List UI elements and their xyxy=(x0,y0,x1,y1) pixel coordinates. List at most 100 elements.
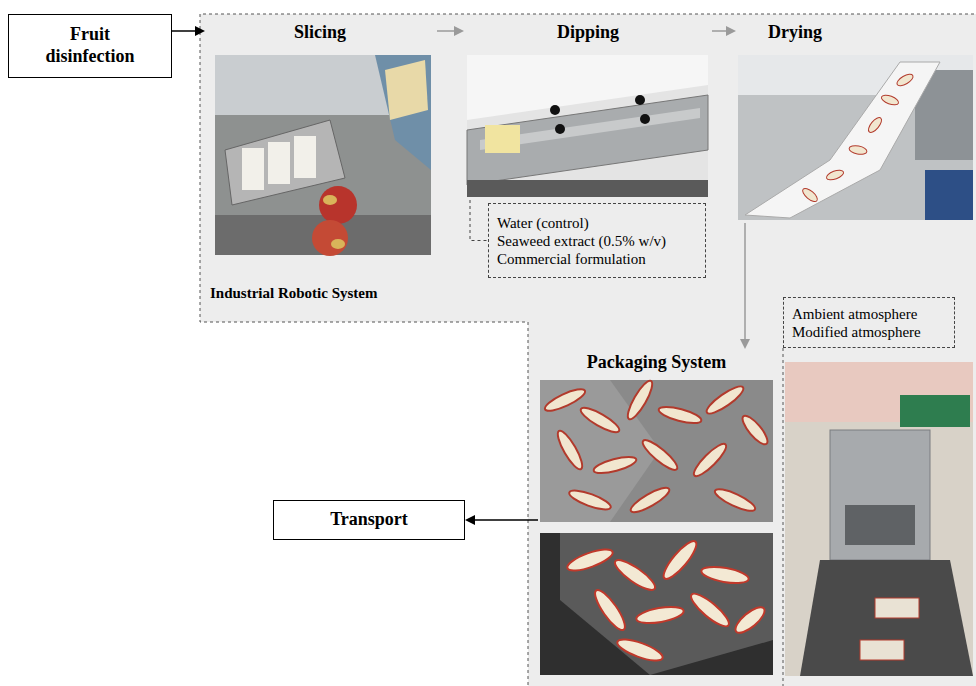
stage-panel: Dipping xyxy=(466,18,710,200)
connector xyxy=(465,515,538,525)
dipping-photo xyxy=(485,125,520,153)
dipping-photo xyxy=(467,55,708,197)
drying-photo xyxy=(801,186,820,204)
slicer-photo xyxy=(385,60,428,120)
connector-line xyxy=(437,30,454,32)
drying-photo xyxy=(925,170,973,220)
weighing-photo xyxy=(591,586,630,633)
slicer-photo xyxy=(375,55,431,170)
dipping-photo xyxy=(467,180,708,197)
dipping-photo xyxy=(640,114,650,124)
weighing-photo xyxy=(700,564,750,586)
arrow-head xyxy=(465,515,475,525)
node-label: Fruit disinfection xyxy=(30,24,150,67)
drying-photo xyxy=(880,93,900,107)
packaging-machine-photo xyxy=(900,395,970,427)
arrow-head xyxy=(195,26,205,36)
packaging-machine-photo xyxy=(785,362,973,676)
drying-photo xyxy=(745,62,940,218)
arrow-head xyxy=(454,26,464,36)
node-label: Commercial formulation xyxy=(497,250,666,268)
dipping-photo xyxy=(635,95,645,105)
sliced-apples-photo xyxy=(739,412,771,447)
weighing-photo xyxy=(540,533,773,675)
atmosphere-box: Ambient atmosphereModified atmosphere xyxy=(783,297,955,348)
node-label: Water (control) xyxy=(497,214,666,232)
stage-panel: Drying xyxy=(738,18,974,222)
photo-caption: Industrial Robotic System xyxy=(210,284,435,302)
packaging-machine-photo xyxy=(800,560,973,676)
connector-line xyxy=(470,200,488,241)
node-label: Modified atmosphere xyxy=(792,323,921,341)
weighing-photo xyxy=(687,589,733,631)
dipping-photo xyxy=(550,105,560,115)
sliced-apples-photo xyxy=(578,404,622,436)
sliced-apples-photo xyxy=(713,485,758,514)
sliced-apples-photo xyxy=(540,378,773,522)
packaging-machine-photo xyxy=(860,640,904,660)
sliced-apples-photo xyxy=(592,454,638,477)
drying-photo xyxy=(738,55,973,220)
sliced-apples-photo xyxy=(540,380,773,522)
weighing-photo xyxy=(611,556,658,595)
process-box: Fruit disinfection xyxy=(8,14,172,78)
node-label: Ambient atmosphere xyxy=(792,305,921,323)
connector xyxy=(712,26,736,36)
stage-panel: Packaging System xyxy=(538,350,775,676)
dipping-photo xyxy=(555,124,565,134)
connector xyxy=(740,223,750,349)
packaging-machine-photo xyxy=(830,430,930,560)
stage-title: Slicing xyxy=(205,22,435,44)
weighing-photo xyxy=(615,635,665,665)
weighing-photo xyxy=(659,537,701,583)
drying-photo xyxy=(825,168,845,182)
weighing-photo xyxy=(732,603,769,637)
text-group: Transport xyxy=(330,509,408,531)
connector xyxy=(437,26,464,36)
slicer-photo xyxy=(312,220,348,256)
region-border xyxy=(200,14,974,686)
connector xyxy=(470,200,488,241)
slicer-photo xyxy=(294,136,316,178)
node-label: Transport xyxy=(330,509,408,531)
treatment-box: Water (control)Seaweed extract (0.5% w/v… xyxy=(488,203,706,278)
stage-title: Packaging System xyxy=(538,352,775,374)
slicer-photo xyxy=(242,148,264,190)
drying-photo xyxy=(848,144,867,155)
connector-line xyxy=(712,30,726,32)
sliced-apples-photo xyxy=(567,487,612,513)
slicer-photo xyxy=(331,239,345,249)
stage-title: Dipping xyxy=(466,22,710,44)
weighing-photo xyxy=(565,545,615,575)
sliced-apples-photo xyxy=(639,436,680,473)
drying-photo xyxy=(866,116,884,135)
connector-line xyxy=(172,30,195,32)
bracket-line xyxy=(783,348,784,686)
dipping-photo xyxy=(467,55,708,197)
connector-line xyxy=(475,519,538,521)
connector-line xyxy=(744,223,746,339)
slicer-photo xyxy=(215,55,431,256)
node-label: Seaweed extract (0.5% w/v) xyxy=(497,232,666,250)
sliced-apples-photo xyxy=(704,382,747,417)
slicer-photo xyxy=(323,195,337,205)
weighing-photo xyxy=(635,604,685,626)
process-box: Transport xyxy=(273,500,465,540)
arrow-head xyxy=(740,339,750,349)
arrow-head xyxy=(726,26,736,36)
text-group: Water (control)Seaweed extract (0.5% w/v… xyxy=(497,214,666,268)
drying-photo xyxy=(895,72,915,88)
text-group: Fruit disinfection xyxy=(30,24,150,67)
sliced-apples-photo xyxy=(628,484,672,516)
sliced-apples-photo xyxy=(657,404,703,427)
sliced-apples-photo xyxy=(554,428,586,472)
weighing-photo xyxy=(560,533,773,675)
stage-title: Drying xyxy=(768,22,928,44)
slicer-photo xyxy=(319,186,357,224)
packaging-machine-photo xyxy=(845,505,915,545)
text-group: Ambient atmosphereModified atmosphere xyxy=(792,305,921,341)
sliced-apples-photo xyxy=(624,378,656,422)
dipping-photo xyxy=(467,95,708,185)
